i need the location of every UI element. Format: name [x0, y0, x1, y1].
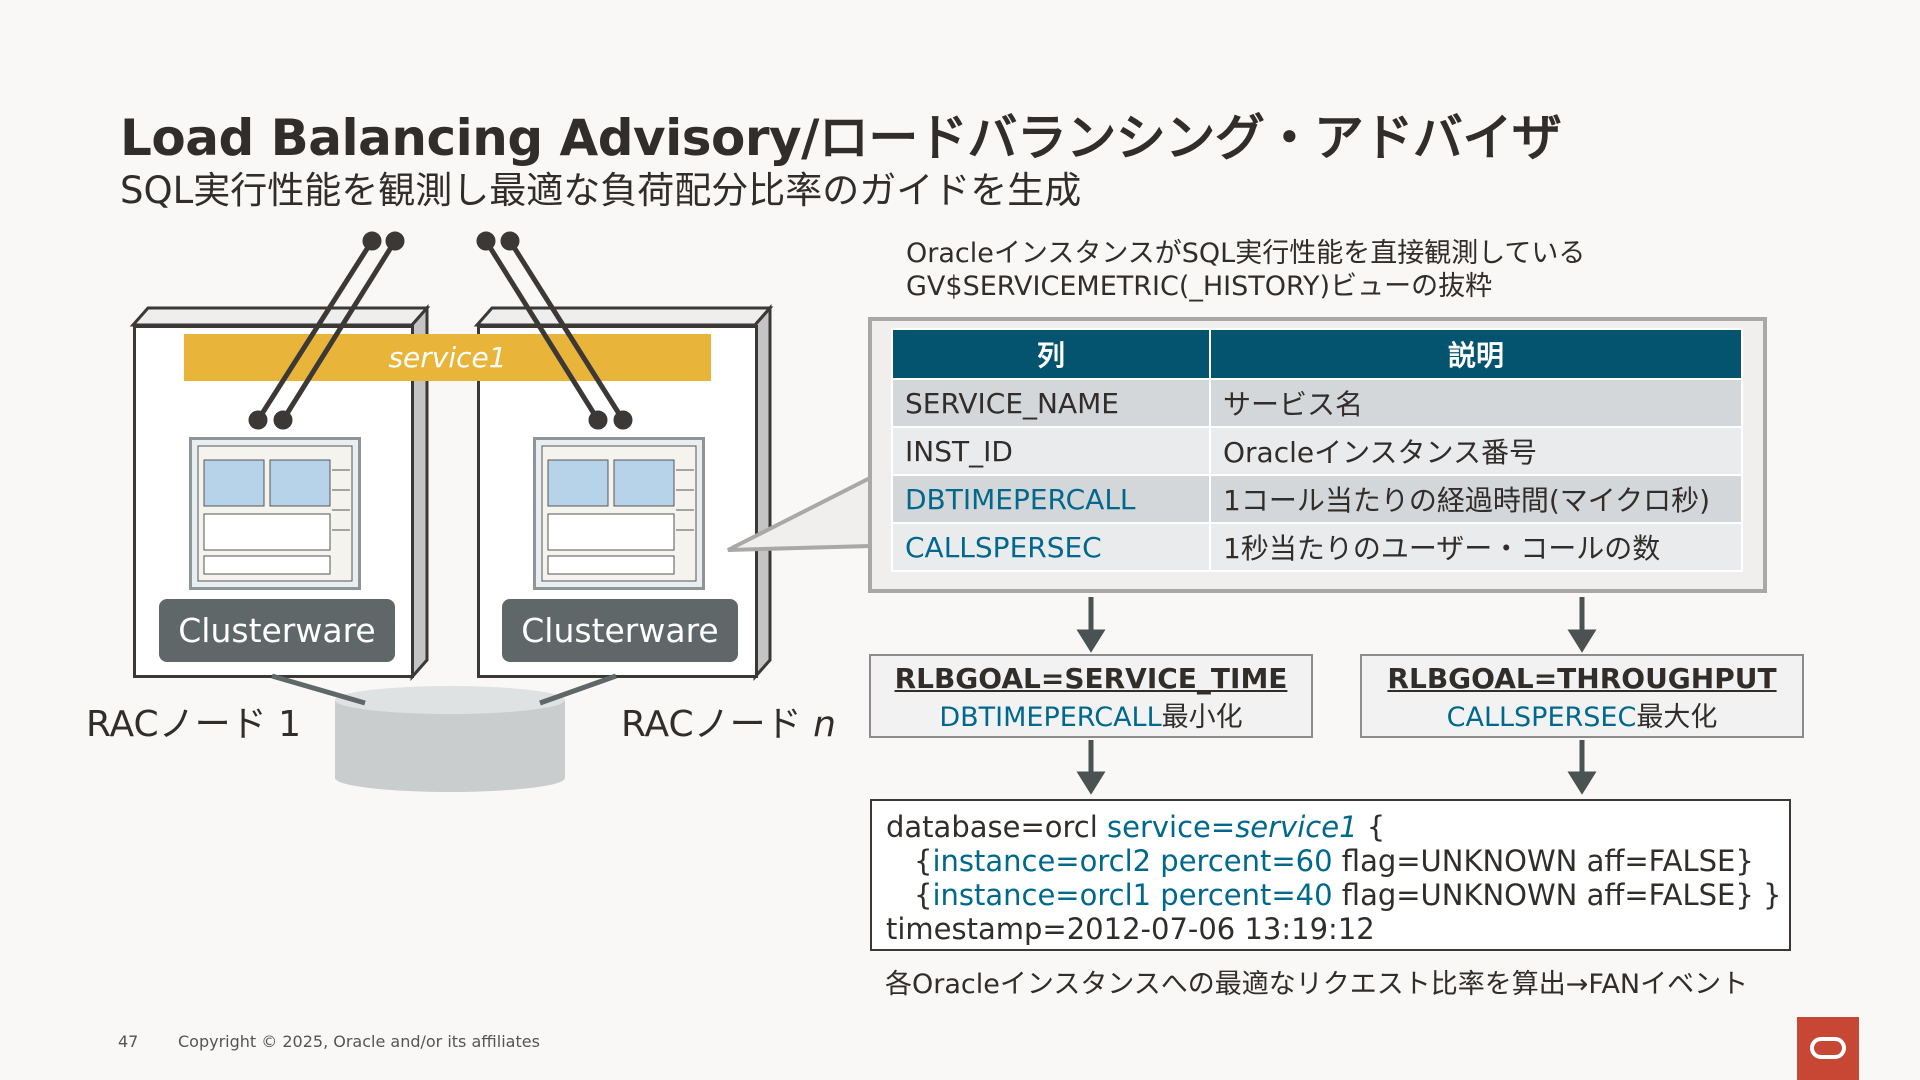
page-subtitle: SQL実行性能を観測し最適な負荷配分比率のガイドを生成	[120, 169, 1082, 212]
copyright-text: Copyright © 2025, Oracle and/or its affi…	[178, 1032, 540, 1051]
fan-event-text-box: database=orcl service=service1 { {instan…	[870, 799, 1791, 951]
client-connection-line	[483, 239, 601, 422]
storage-link-line	[539, 673, 617, 706]
instance-architecture-thumbnail-n	[533, 437, 705, 590]
view-caption: OracleインスタンスがSQL実行性能を直接観測している GV$SERVICE…	[906, 238, 1586, 302]
table-header-row: 列 説明	[891, 328, 1743, 380]
table-row: CALLSPERSEC 1秒当たりのユーザー・コールの数	[891, 522, 1743, 572]
service-band: service1	[184, 334, 711, 381]
arrow-down-icon	[1076, 771, 1106, 795]
table-cell-description: 1秒当たりのユーザー・コールの数	[1209, 522, 1743, 572]
connection-endpoint	[476, 231, 496, 251]
connection-endpoint	[500, 231, 520, 251]
table-cell-description: Oracleインスタンス番号	[1209, 426, 1743, 476]
connection-endpoint	[248, 410, 268, 430]
client-connection-line	[255, 239, 375, 422]
clusterware-label-1: Clusterware	[159, 599, 395, 662]
code-line-1: database=orcl service=service1 {	[886, 810, 1386, 844]
goal-throughput-box: RLBGOAL=THROUGHPUT CALLSPERSEC最大化	[1360, 654, 1804, 738]
table-header-description: 説明	[1209, 328, 1743, 380]
page-title: Load Balancing Advisory/ロードバランシング・アドバイザ	[120, 109, 1562, 167]
table-cell-column: INST_ID	[891, 426, 1211, 476]
client-connection-line	[280, 239, 398, 422]
instance-architecture-thumbnail-1	[189, 437, 361, 590]
connection-endpoint	[385, 231, 405, 251]
table-cell-description: 1コール当たりの経過時間(マイクロ秒)	[1209, 474, 1743, 524]
callout-pointer	[727, 474, 872, 552]
code-line-2: {instance=orcl2 percent=60 flag=UNKNOWN …	[914, 844, 1754, 878]
connection-endpoint	[362, 231, 382, 251]
client-connection-line	[507, 239, 626, 422]
table-cell-column: DBTIMEPERCALL	[891, 474, 1211, 524]
goal-service-time-box: RLBGOAL=SERVICE_TIME DBTIMEPERCALL最小化	[869, 654, 1313, 738]
oracle-logo-icon	[1797, 1017, 1859, 1080]
table-cell-description: サービス名	[1209, 378, 1743, 428]
code-line-4: timestamp=2012-07-06 13:19:12	[886, 912, 1375, 946]
code-line-3: {instance=orcl1 percent=40 flag=UNKNOWN …	[914, 878, 1782, 912]
connection-endpoint	[588, 410, 608, 430]
bottom-note: 各Oracleインスタンスへの最適なリクエスト比率を算出→FANイベント	[885, 969, 1749, 1000]
arrow-down-icon	[1567, 629, 1597, 653]
connection-endpoint	[613, 410, 633, 430]
storage-link-line	[271, 673, 366, 706]
shared-storage-icon	[335, 686, 565, 792]
connection-endpoint	[273, 410, 293, 430]
arrow-down-icon	[1567, 771, 1597, 795]
rac-node-1-label: RACノード 1	[86, 704, 302, 745]
table-row: SERVICE_NAME サービス名	[891, 378, 1743, 428]
table-header-column: 列	[891, 328, 1211, 380]
page-number: 47	[118, 1032, 139, 1051]
arrow-down-icon	[1076, 629, 1106, 653]
rac-node-n-label: RACノード n	[621, 704, 836, 745]
table-row: INST_ID Oracleインスタンス番号	[891, 426, 1743, 476]
table-cell-column: CALLSPERSEC	[891, 522, 1211, 572]
clusterware-label-n: Clusterware	[502, 599, 738, 662]
table-row: DBTIMEPERCALL 1コール当たりの経過時間(マイクロ秒)	[891, 474, 1743, 524]
servicemetric-table: 列 説明 SERVICE_NAME サービス名 INST_ID Oracleイン…	[891, 328, 1743, 572]
table-cell-column: SERVICE_NAME	[891, 378, 1211, 428]
